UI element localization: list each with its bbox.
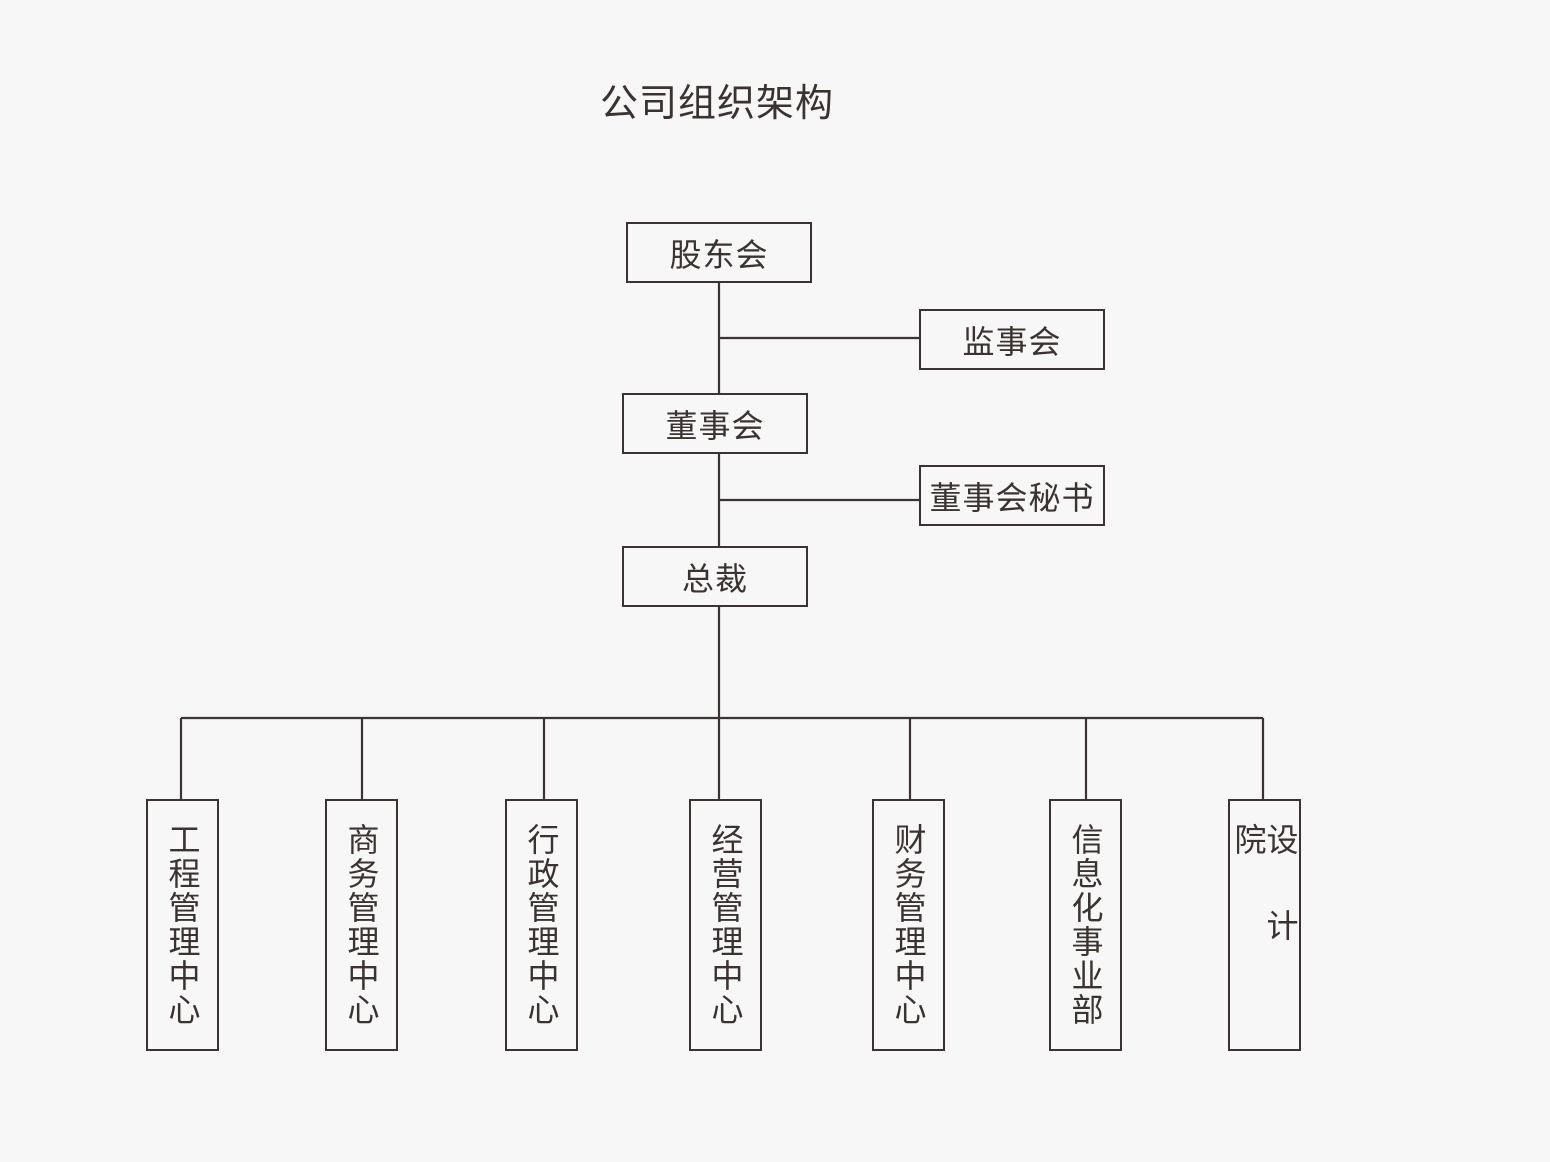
department-label: 经营管理中心 — [706, 823, 745, 1027]
node-department: 工程管理中心 — [146, 799, 219, 1051]
node-president: 总裁 — [622, 546, 808, 607]
node-board-secretary: 董事会秘书 — [919, 465, 1105, 526]
node-department: 财务管理中心 — [872, 799, 945, 1051]
node-supervisors: 监事会 — [919, 309, 1105, 370]
department-label: 商务管理中心 — [342, 823, 381, 1027]
node-label: 董事会秘书 — [929, 478, 1095, 517]
department-label: 财务管理中心 — [889, 823, 928, 1027]
node-label: 董事会 — [665, 406, 765, 445]
page-title: 公司组织架构 — [600, 81, 835, 125]
department-label: 工程管理中心 — [163, 823, 202, 1027]
node-department: 设计院 — [1228, 799, 1301, 1051]
department-label: 设计院 — [1229, 823, 1300, 995]
node-label: 总裁 — [681, 559, 748, 598]
department-label: 行政管理中心 — [522, 823, 561, 1027]
node-label: 监事会 — [962, 322, 1062, 361]
node-department: 行政管理中心 — [505, 799, 578, 1051]
node-department: 商务管理中心 — [325, 799, 398, 1051]
department-label: 信息化事业部 — [1066, 823, 1105, 1027]
node-department: 信息化事业部 — [1049, 799, 1122, 1051]
node-shareholders: 股东会 — [626, 222, 812, 283]
node-board: 董事会 — [622, 393, 808, 454]
node-label: 股东会 — [669, 235, 769, 274]
node-department: 经营管理中心 — [689, 799, 762, 1051]
